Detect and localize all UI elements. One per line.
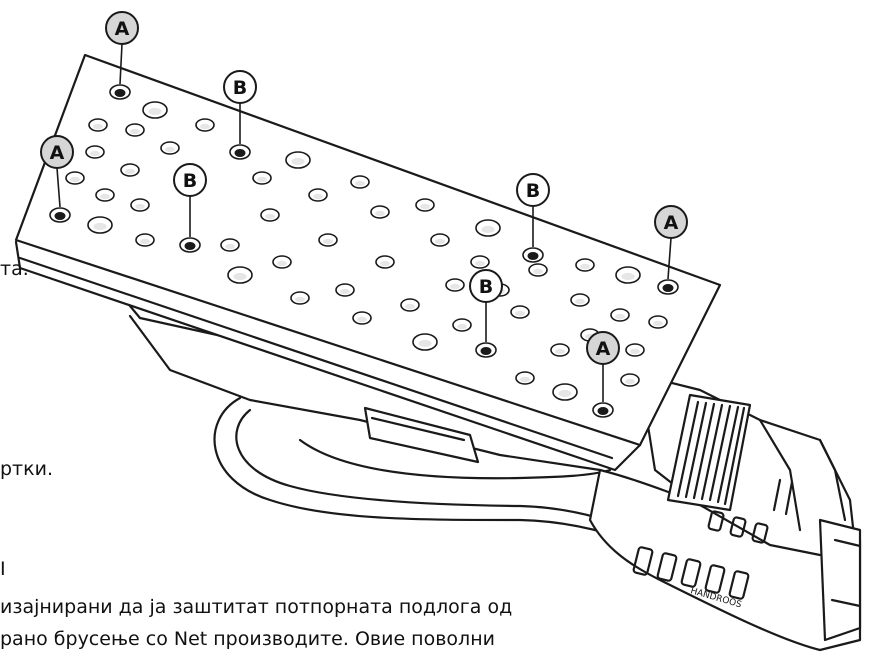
pad-hole-inner	[93, 222, 107, 231]
pad-hole-inner	[100, 193, 110, 200]
pad-hole-inner	[323, 238, 333, 245]
pad-hole-inner	[277, 260, 287, 267]
callout-label: B	[233, 77, 247, 99]
pad-hole-inner	[93, 123, 103, 130]
pad-hole-inner	[615, 313, 625, 320]
pad-hole-inner	[313, 193, 323, 200]
screw-head-icon	[114, 89, 126, 97]
pad-hole-inner	[450, 283, 460, 290]
pad-hole-inner	[357, 316, 367, 323]
pad-hole-inner	[90, 150, 100, 157]
pad-hole-inner	[625, 378, 635, 385]
pad-hole-inner	[435, 238, 445, 245]
screw-head-icon	[234, 149, 246, 157]
callout-leader-line	[119, 43, 123, 85]
callout-leader-line	[56, 167, 61, 208]
screw-head-icon	[184, 242, 196, 250]
pad-hole-inner	[405, 303, 415, 310]
text-fragment-1: та.	[0, 258, 29, 280]
callout-b-marker	[469, 269, 503, 303]
callout-group: A A A A B B B B	[40, 11, 688, 365]
pad-hole-inner	[558, 389, 572, 398]
callout-label: A	[50, 142, 65, 164]
pad-hole-inner	[125, 168, 135, 175]
pad-hole-inner	[418, 339, 432, 348]
pad-hole-inner	[621, 272, 635, 281]
callout-a-marker	[654, 205, 688, 239]
pad-hole-inner	[140, 238, 150, 245]
pad-holes	[65, 101, 668, 401]
screw-head-icon	[662, 284, 674, 292]
pad-hole-inner	[481, 225, 495, 234]
callout-label: A	[596, 338, 611, 360]
pad-hole-inner	[515, 310, 525, 317]
pad-hole-inner	[380, 260, 390, 267]
pad-hole-inner	[165, 146, 175, 153]
pad-hole-inner	[575, 298, 585, 305]
text-fragment-3: I	[0, 558, 6, 580]
pad-hole-inner	[257, 176, 267, 183]
pad-hole-inner	[130, 128, 140, 135]
pad-hole-inner	[653, 320, 663, 327]
pad-hole-inner	[630, 348, 640, 355]
callout-label: B	[479, 276, 493, 298]
pad-hole-inner	[520, 376, 530, 383]
pad-hole-inner	[420, 203, 430, 210]
screw-head-icon	[597, 407, 609, 415]
callout-a-marker	[40, 135, 74, 169]
pad-hole-inner	[200, 123, 210, 130]
callout-leaders	[56, 43, 672, 402]
screw-head-icon	[480, 347, 492, 355]
pad-hole-inner	[70, 176, 80, 183]
pad-hole-inner	[265, 213, 275, 220]
callout-b-marker	[173, 163, 207, 197]
callout-label: B	[526, 180, 540, 202]
callout-label: A	[115, 18, 130, 40]
pad-hole-inner	[533, 268, 543, 275]
pad-hole-inner	[457, 323, 467, 330]
screw-points	[49, 84, 679, 418]
pad-hole-inner	[355, 180, 365, 187]
paragraph-line-1: изајнирани да ја заштитат потпорната под…	[0, 596, 513, 618]
pad-hole-inner	[375, 210, 385, 217]
callout-a-marker	[586, 331, 620, 365]
callout-a-marker	[105, 11, 139, 45]
pad-hole-inner	[148, 107, 162, 116]
text-fragment-2: ртки.	[0, 458, 53, 480]
speed-dial-wheel	[666, 393, 752, 512]
callout-label: A	[664, 212, 679, 234]
paragraph-line-2: рано брусење со Net производите. Овие по…	[0, 628, 495, 650]
pad-hole-inner	[233, 272, 247, 281]
pad-top-plate	[14, 53, 722, 447]
pad-hole-inner	[135, 203, 145, 210]
pad-hole-inner	[475, 260, 485, 267]
pad-hole-inner	[291, 157, 305, 166]
callout-b-marker	[516, 173, 550, 207]
screw-head-icon	[54, 212, 66, 220]
pad-hole-inner	[555, 348, 565, 355]
callout-leader-line	[667, 237, 672, 280]
pad-hole-inner	[225, 243, 235, 250]
callout-b-marker	[223, 70, 257, 104]
screw-head-icon	[527, 252, 539, 260]
pad-hole-inner	[295, 296, 305, 303]
pad-hole-inner	[580, 263, 590, 270]
callout-label: B	[183, 170, 197, 192]
pad-hole-inner	[340, 288, 350, 295]
